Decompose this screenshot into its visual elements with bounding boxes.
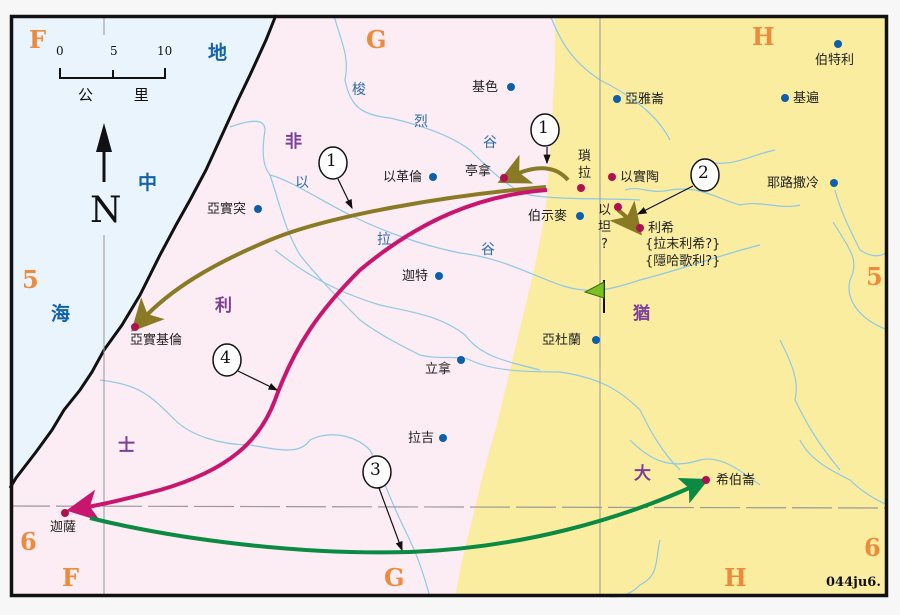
town-hebron: 希伯崙 bbox=[716, 473, 756, 488]
town-lachish: 拉吉 bbox=[408, 431, 435, 446]
valley-sorek-3: 谷 bbox=[483, 135, 497, 151]
town-lehi: 利希 bbox=[648, 221, 675, 236]
valley-elah-2: 拉 bbox=[377, 232, 391, 248]
town-ashdod: 亞實突 bbox=[207, 202, 247, 217]
town-bethel: 伯特利 bbox=[815, 53, 855, 68]
coastline bbox=[8, 14, 278, 489]
sea-label-1: 地 bbox=[208, 42, 228, 64]
scale-tick-0: 0 bbox=[56, 44, 64, 58]
town-lehi-alt-1: {拉末利希?} bbox=[645, 237, 721, 252]
region-philistia-3: 士 bbox=[118, 436, 135, 456]
town-etam: 以 坦 ? bbox=[598, 203, 612, 252]
grid-label-right-6: 6 bbox=[864, 533, 881, 562]
town-beth-shemesh: 伯示麥 bbox=[528, 209, 568, 224]
region-judah-1: 猶 bbox=[633, 304, 650, 324]
region-philistia-1: 非 bbox=[285, 132, 302, 152]
judah-area bbox=[455, 15, 888, 597]
grid-label-top-f: F bbox=[29, 25, 47, 54]
scale-tick-5: 5 bbox=[110, 44, 118, 58]
grid-label-right-5: 5 bbox=[866, 262, 883, 291]
grid-label-left-6: 6 bbox=[20, 527, 37, 556]
route-3-gaza-to-hebron bbox=[89, 477, 709, 555]
route-marker-3: 3 bbox=[370, 460, 381, 480]
grid-label-bottom-h: H bbox=[724, 563, 747, 592]
route-marker-1a: 1 bbox=[326, 151, 337, 171]
scale-tick-10: 10 bbox=[157, 44, 173, 58]
sea-label-2: 中 bbox=[138, 172, 158, 194]
map-frame bbox=[9, 14, 889, 598]
town-gath: 迦特 bbox=[402, 269, 429, 284]
town-dots-red bbox=[61, 173, 710, 517]
town-ekron: 以革倫 bbox=[383, 170, 423, 185]
route-marker-4: 4 bbox=[220, 348, 231, 368]
sea-label-3: 海 bbox=[51, 303, 71, 325]
region-philistia-2: 利 bbox=[215, 296, 232, 316]
town-libnah: 立拿 bbox=[425, 362, 452, 377]
grid-label-bottom-g: G bbox=[384, 563, 405, 592]
grid-label-bottom-f: F bbox=[62, 563, 80, 592]
route-1-zorah-to-timnah bbox=[497, 154, 570, 184]
route-1-to-ashkelon bbox=[131, 185, 547, 332]
town-dots-blue bbox=[254, 40, 842, 442]
town-gaza: 迦薩 bbox=[50, 520, 77, 535]
flag-icon bbox=[583, 281, 605, 299]
town-timnah: 亭拿 bbox=[465, 164, 492, 179]
sea-area bbox=[10, 15, 276, 488]
grid-label-top-h: H bbox=[752, 22, 775, 51]
north-label: N bbox=[90, 190, 122, 231]
grid-label-left-5: 5 bbox=[22, 265, 39, 294]
town-lehi-alt-2: {隱哈歌利?} bbox=[645, 254, 721, 269]
route-marker-1b: 1 bbox=[538, 118, 549, 138]
region-judah-2: 大 bbox=[634, 464, 651, 484]
town-zorah: 瑣 拉 bbox=[578, 149, 592, 181]
map-credit: 044ju6. bbox=[826, 575, 881, 590]
town-gibeon: 基遍 bbox=[793, 91, 820, 106]
route-markers bbox=[212, 113, 720, 489]
town-eshtaol: 以實陶 bbox=[620, 170, 660, 185]
valley-sorek-2: 烈 bbox=[414, 114, 428, 130]
scale-bar bbox=[59, 68, 166, 79]
valley-sorek-1: 梭 bbox=[352, 82, 366, 98]
gridline-6 bbox=[9, 505, 889, 509]
town-adullam: 亞杜蘭 bbox=[542, 333, 582, 348]
scale-unit: 公 里 bbox=[78, 86, 167, 104]
north-arrow-head bbox=[96, 123, 112, 152]
grid-label-top-g: G bbox=[366, 25, 387, 54]
town-jerusalem: 耶路撒冷 bbox=[767, 176, 820, 191]
valley-elah-3: 谷 bbox=[481, 242, 495, 258]
town-ashkelon: 亞實基倫 bbox=[130, 333, 183, 348]
town-aijalon: 亞雅崙 bbox=[625, 92, 665, 107]
route-marker-2: 2 bbox=[698, 163, 709, 183]
valley-elah-1: 以 bbox=[295, 175, 309, 191]
route-4-to-gaza bbox=[66, 188, 548, 522]
town-gezer: 基色 bbox=[472, 80, 499, 95]
